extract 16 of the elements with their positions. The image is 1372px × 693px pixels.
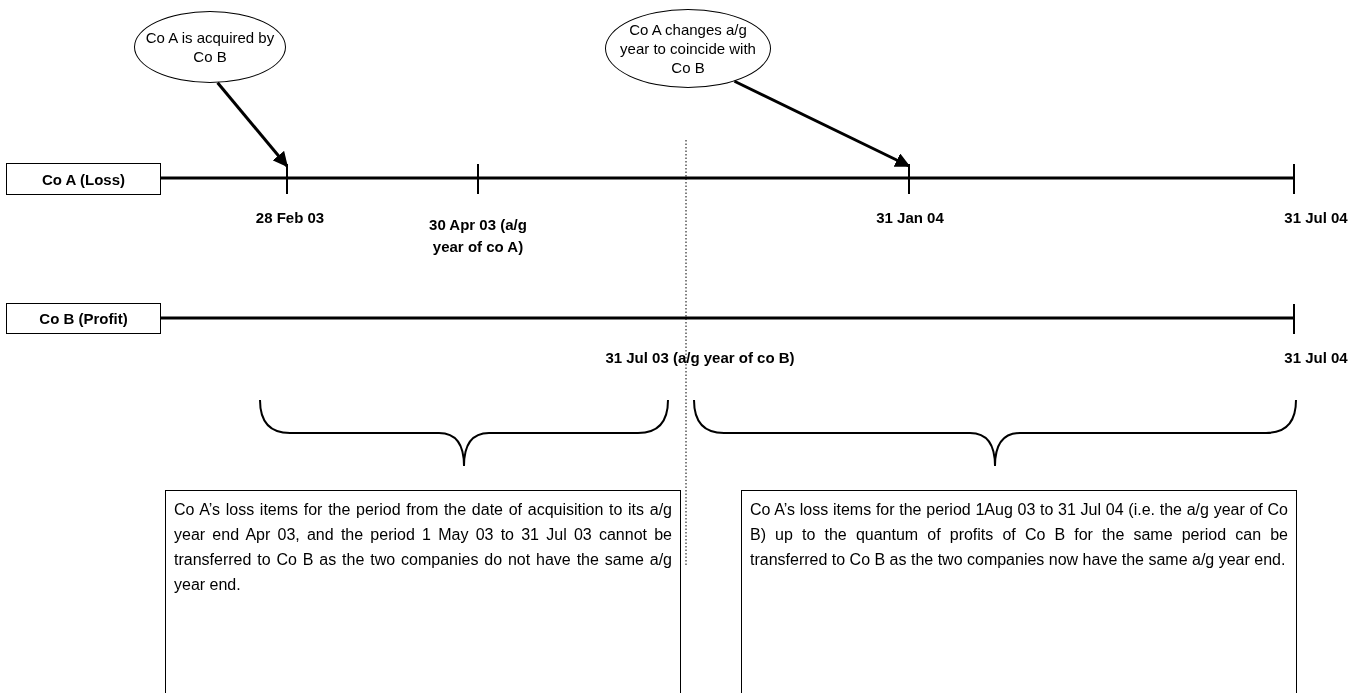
arrow	[216, 81, 289, 168]
tick-mark	[908, 164, 910, 194]
date-label: 30 Apr 03 (a/g year of co A)	[428, 215, 528, 257]
arrow	[733, 79, 911, 168]
note-box: Co A’s loss items for the period from the date of acquisition to its a/g year end Apr 03, and the period 1 May 03 to 31 Jul 03 cannot be transferred to Co B as the two companies do not have the same a/g year end.	[165, 490, 681, 693]
timeline-label: Co A (Loss)	[6, 163, 161, 195]
date-label: 31 Jan 04	[875, 208, 945, 228]
callout-ellipse: Co A changes a/g year to coincide with Co B	[605, 9, 771, 88]
note-box: Co A’s loss items for the period 1Aug 03 to 31 Jul 04 (i.e. the a/g year of Co B) up to the quantum of profits of Co B for the same period can be transferred to Co B as the two companies now have the same a/g year end.	[741, 490, 1297, 693]
tick-mark	[286, 164, 288, 194]
date-label: 28 Feb 03	[254, 208, 326, 228]
date-label: 31 Jul 04	[1283, 208, 1349, 228]
callout-ellipse: Co A is acquired by Co B	[134, 11, 286, 83]
date-label: 31 Jul 03 (a/g year of co B)	[604, 348, 796, 368]
timeline-label: Co B (Profit)	[6, 303, 161, 334]
date-label: 31 Jul 04	[1283, 348, 1349, 368]
